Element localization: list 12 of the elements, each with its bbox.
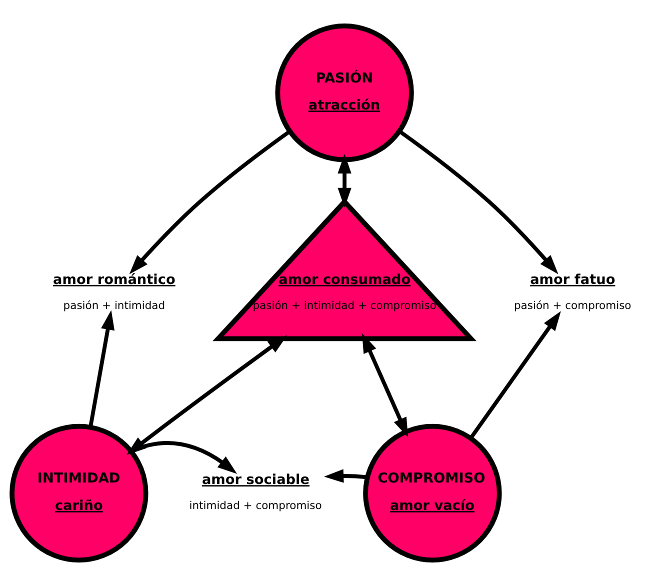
- node-circle: COMPROMISO amor vacío: [363, 424, 502, 563]
- node-text: amor fatuo pasión + compromiso: [514, 272, 632, 312]
- arrow: [338, 154, 352, 208]
- arrow: [88, 310, 115, 428]
- node-text: amor sociable intimidad + compromiso: [189, 472, 322, 512]
- node-text: amor romántico pasión + intimidad: [53, 272, 176, 312]
- arrow: [398, 130, 558, 274]
- arrow: [129, 130, 291, 274]
- arrow: [362, 333, 408, 438]
- arrow: [324, 469, 368, 483]
- arrow: [469, 311, 561, 440]
- node-circle: PASIÓN atracción: [275, 23, 414, 162]
